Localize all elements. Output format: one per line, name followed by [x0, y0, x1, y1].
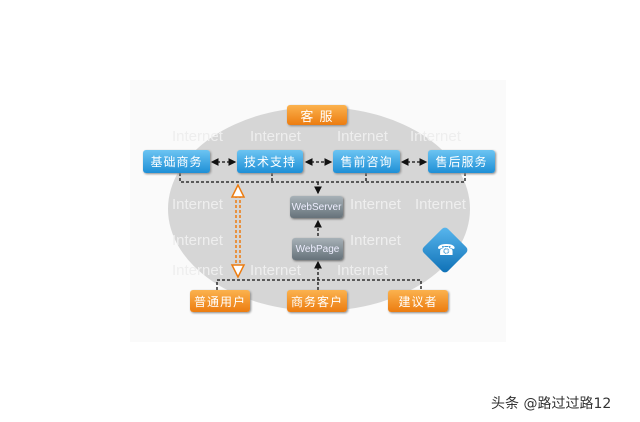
- internet-watermark: Internet: [250, 128, 301, 145]
- internet-watermark: Internet: [350, 196, 401, 213]
- service-aftersale: 售后服务: [428, 150, 495, 173]
- internet-watermark: Internet: [172, 262, 223, 279]
- internet-watermark: Internet: [172, 128, 223, 145]
- internet-watermark: Internet: [172, 196, 223, 213]
- internet-watermark: Internet: [415, 196, 466, 213]
- internet-watermark: Internet: [337, 128, 388, 145]
- customer-service-box: 客 服: [287, 105, 347, 125]
- user-advisor: 建议者: [388, 290, 448, 312]
- user-bus: [216, 279, 422, 290]
- user-regular: 普通用户: [190, 290, 250, 312]
- internet-watermark: Internet: [172, 232, 223, 249]
- orange-double-arrow: [230, 183, 246, 279]
- internet-watermark: Internet: [350, 232, 401, 249]
- service-basic-business: 基础商务: [143, 150, 210, 173]
- internet-watermark: Internet: [250, 262, 301, 279]
- internet-watermark: Internet: [410, 128, 461, 145]
- service-presale: 售前咨询: [333, 150, 400, 173]
- webpage-box: WebPage: [292, 238, 343, 260]
- webserver-box: WebServer: [290, 196, 343, 218]
- service-bus: [179, 173, 466, 183]
- service-tech-support: 技术支持: [237, 150, 303, 173]
- credit-watermark: 头条 @路过过路12: [491, 396, 612, 412]
- user-business: 商务客户: [287, 290, 347, 312]
- internet-watermark: Internet: [337, 262, 388, 279]
